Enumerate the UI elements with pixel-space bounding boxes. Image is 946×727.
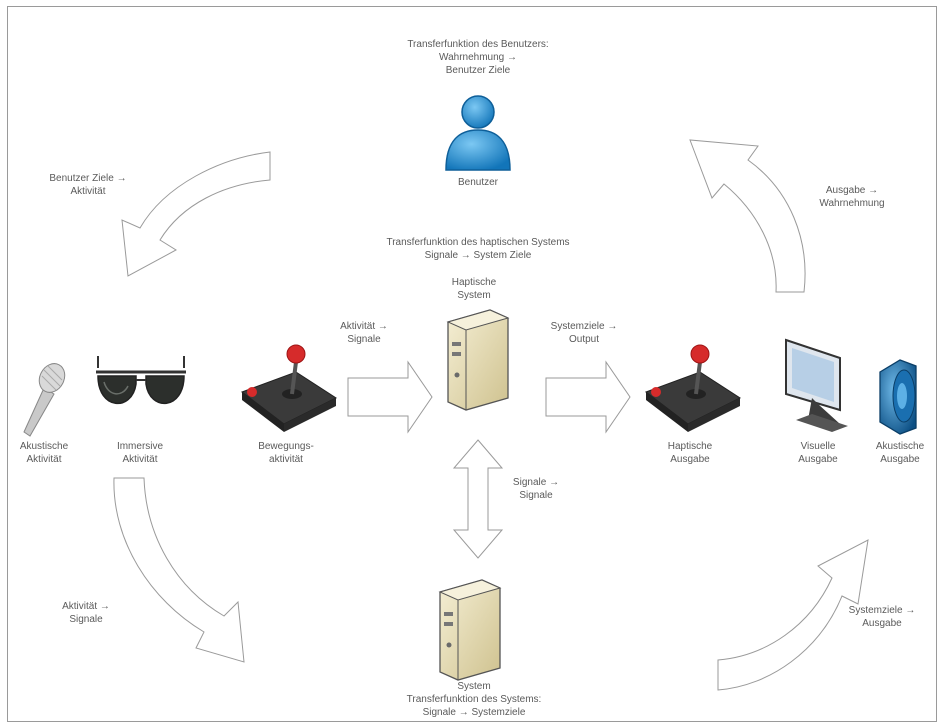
user-transfer-label: Transferfunktion des Benutzers: Wahrnehm… xyxy=(407,38,548,77)
haptic-output-line-2: Ausgabe xyxy=(670,454,710,465)
sysgoals-to-output-bottom-line-2: Ausgabe xyxy=(862,618,902,629)
arrow-label-signals-to-signals: Signale → Signale xyxy=(513,476,559,502)
user-transfer-line-2: Wahrnehmung → xyxy=(439,52,517,63)
block-arrow-haptic-to-output xyxy=(545,360,631,434)
motion-activity-line-2: aktivität xyxy=(269,454,303,465)
haptic-system-caption: Haptische System xyxy=(452,276,496,302)
visual-output-label: Visuelle Ausgabe xyxy=(798,440,837,466)
curved-arrow-output-to-perception xyxy=(689,139,806,293)
block-arrow-signals-vertical xyxy=(452,439,504,559)
user-icon xyxy=(445,95,511,171)
user-caption-text: Benutzer xyxy=(457,177,499,188)
haptic-caption-line-1: Haptische xyxy=(451,277,497,288)
signals-to-signals-line-1: Signale → xyxy=(512,477,560,488)
monitor-icon xyxy=(785,338,848,432)
acoustic-output-line-1: Akustische xyxy=(875,441,925,452)
system-caption-line-1: System xyxy=(457,681,491,692)
microphone-icon xyxy=(23,363,66,437)
visual-output-line-2: Ausgabe xyxy=(798,454,838,465)
sysgoals-to-output-line-1: Systemziele → xyxy=(550,321,618,332)
output-to-perception-line-1: Ausgabe → xyxy=(825,185,879,196)
arrow-label-activity-to-signals: Aktivität → Signale xyxy=(340,320,388,346)
motion-activity-label: Bewegungs- aktivität xyxy=(258,440,314,466)
goals-to-activity-line-2: Aktivität xyxy=(70,186,106,197)
system-caption: System Transferfunktion des Systems: Sig… xyxy=(407,680,542,719)
speaker-icon xyxy=(879,359,917,435)
acoustic-activity-label: Akustische Aktivität xyxy=(20,440,68,466)
sysgoals-to-output-bottom-line-1: Systemziele → xyxy=(848,605,916,616)
immersive-activity-label: Immersive Aktivität xyxy=(117,440,163,466)
system-caption-line-3: Signale → Systemziele xyxy=(422,707,526,718)
joystick-motion-icon xyxy=(240,344,338,432)
haptic-transfer-label: Transferfunktion des haptischen Systems … xyxy=(386,236,569,262)
user-transfer-line-1: Transferfunktion des Benutzers: xyxy=(407,39,549,50)
haptic-output-line-1: Haptische xyxy=(667,441,713,452)
acoustic-activity-line-1: Akustische xyxy=(19,441,69,452)
activity-to-signals-bottom-line-2: Signale xyxy=(69,614,103,625)
arrow-label-activity-to-signals-bottom: Aktivität → Signale xyxy=(62,600,110,626)
glasses-icon xyxy=(96,356,186,404)
system-caption-line-2: Transferfunktion des Systems: xyxy=(406,694,542,705)
arrow-label-goals-to-activity: Benutzer Ziele → Aktivität xyxy=(49,172,126,198)
arrow-label-output-to-perception: Ausgabe → Wahrnehmung xyxy=(819,184,884,210)
activity-to-signals-line-1: Aktivität → xyxy=(340,321,388,332)
activity-to-signals-line-2: Signale xyxy=(347,334,381,345)
visual-output-line-1: Visuelle xyxy=(800,441,836,452)
haptic-output-label: Haptische Ausgabe xyxy=(668,440,712,466)
haptic-transfer-line-1: Transferfunktion des haptischen Systems xyxy=(386,237,570,248)
user-caption: Benutzer xyxy=(458,176,498,189)
acoustic-output-label: Akustische Ausgabe xyxy=(876,440,924,466)
curved-arrow-goals-to-activity xyxy=(121,151,271,277)
immersive-activity-line-2: Aktivität xyxy=(122,454,158,465)
joystick-haptic-icon xyxy=(644,344,742,432)
motion-activity-line-1: Bewegungs- xyxy=(258,441,314,452)
block-arrow-activity-to-haptic xyxy=(347,360,433,434)
acoustic-activity-line-2: Aktivität xyxy=(26,454,62,465)
curved-arrow-sysgoals-to-output xyxy=(717,539,869,691)
signals-to-signals-line-2: Signale xyxy=(519,490,553,501)
user-transfer-line-3: Benutzer Ziele xyxy=(445,65,511,76)
immersive-activity-line-1: Immersive xyxy=(116,441,164,452)
acoustic-output-line-2: Ausgabe xyxy=(880,454,920,465)
haptic-server-icon xyxy=(446,309,510,411)
arrow-label-sysgoals-to-output: Systemziele → Output xyxy=(551,320,618,346)
arrow-label-sysgoals-to-output-bottom: Systemziele → Ausgabe xyxy=(849,604,916,630)
sysgoals-to-output-line-2: Output xyxy=(568,334,600,345)
system-server-icon xyxy=(438,579,502,681)
activity-to-signals-bottom-line-1: Aktivität → xyxy=(62,601,110,612)
curved-arrow-activity-to-signals xyxy=(113,477,245,663)
haptic-transfer-line-2: Signale → System Ziele xyxy=(424,250,532,261)
goals-to-activity-line-1: Benutzer Ziele → xyxy=(49,173,127,184)
haptic-caption-line-2: System xyxy=(457,290,491,301)
output-to-perception-line-2: Wahrnehmung xyxy=(819,198,885,209)
